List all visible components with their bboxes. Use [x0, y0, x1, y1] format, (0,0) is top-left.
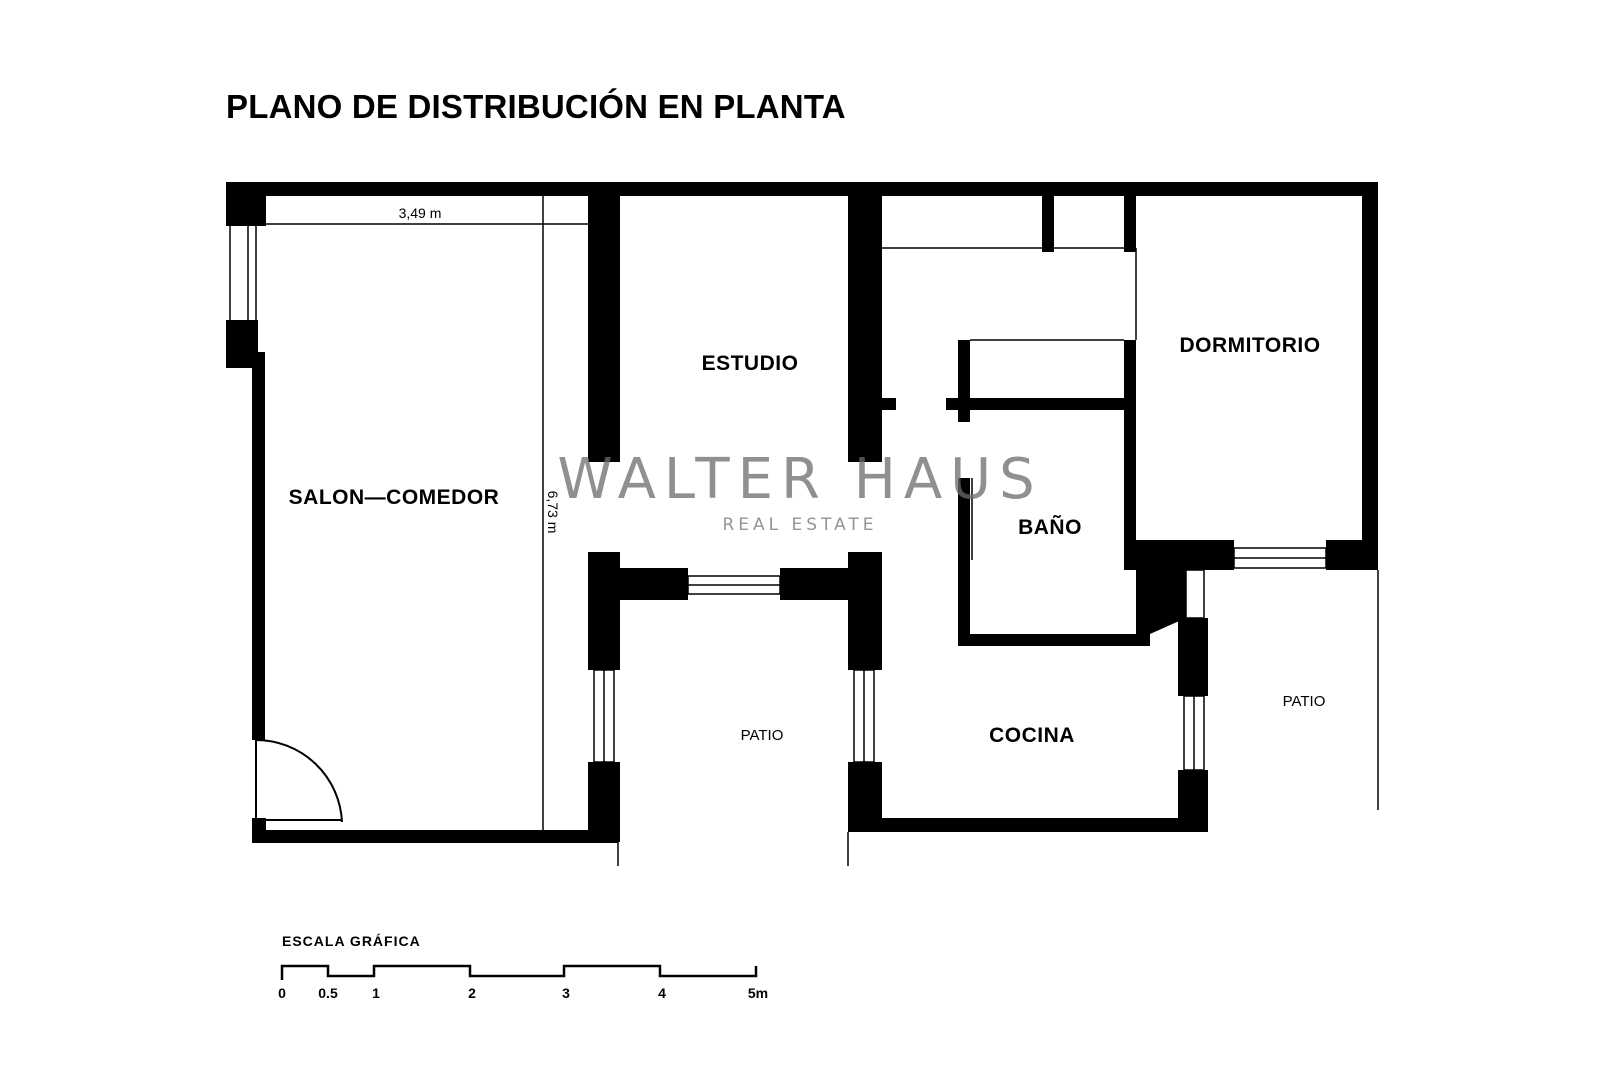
- watermark-tagline: REAL ESTATE: [722, 515, 877, 535]
- scale-label-2: 1: [372, 985, 380, 1001]
- room-label-patio-center: PATIO: [741, 727, 784, 744]
- room-label-bano: BAÑO: [1018, 516, 1082, 539]
- watermark-brand: WALTER HAUS: [557, 447, 1042, 512]
- room-label-salon: SALON—COMEDOR: [289, 486, 500, 509]
- wall-dorm-stub-1: [1042, 182, 1054, 252]
- wall-corner-top-left: [226, 182, 266, 226]
- wall-bottom-salon: [252, 830, 618, 843]
- scale-label-4: 3: [562, 985, 570, 1001]
- scale-label-1: 0.5: [318, 985, 338, 1001]
- wall-kitchen-right-lower: [1178, 770, 1208, 832]
- room-label-cocina: COCINA: [989, 724, 1075, 747]
- thin-lines: [229, 196, 1379, 866]
- room-label-patio-right: PATIO: [1283, 693, 1326, 710]
- wall-kitchen-right-upper: [1178, 618, 1208, 696]
- wall-patio-right-upper: [848, 552, 882, 670]
- wall-patio-top-left: [588, 568, 688, 600]
- scale-label-3: 2: [468, 985, 476, 1001]
- graphic-scale: ESCALA GRÁFICA 0 0.5 1 2 3 4 5m: [278, 933, 768, 1001]
- wall-dorm-bottom-b: [1326, 540, 1378, 570]
- room-label-estudio: ESTUDIO: [702, 352, 799, 375]
- plan-title: PLANO DE DISTRIBUCIÓN EN PLANTA: [226, 88, 846, 125]
- wall-left: [252, 352, 265, 740]
- scale-label-6: 5m: [748, 985, 768, 1001]
- wall-kitchen-angle: [1136, 554, 1186, 634]
- scale-label-5: 4: [658, 985, 666, 1001]
- wall-stub: [882, 398, 896, 410]
- wall-estudio-left: [588, 182, 620, 462]
- wall-top: [226, 182, 1378, 196]
- wall-dorm-left: [1124, 340, 1136, 550]
- wall-bath-bottom: [958, 634, 1150, 646]
- wall-kitchen-bottom: [848, 818, 1208, 832]
- wall-patio-left-lower: [588, 762, 620, 842]
- walls: [226, 182, 1378, 843]
- wall-bath-top: [946, 398, 1124, 410]
- wall-right: [1362, 182, 1378, 560]
- scale-title: ESCALA GRÁFICA: [282, 933, 421, 949]
- room-label-dormitorio: DORMITORIO: [1179, 334, 1320, 357]
- scale-label-0: 0: [278, 985, 286, 1001]
- wall-estudio-right: [848, 182, 882, 462]
- wall-dorm-stub-2: [1124, 182, 1136, 252]
- wall-bath-top-left: [958, 340, 970, 422]
- dimension-width: 3,49 m: [399, 205, 442, 221]
- dimension-length: 6,73 m: [545, 491, 561, 534]
- wall-bath-left: [958, 478, 970, 644]
- door-swing: [255, 738, 343, 823]
